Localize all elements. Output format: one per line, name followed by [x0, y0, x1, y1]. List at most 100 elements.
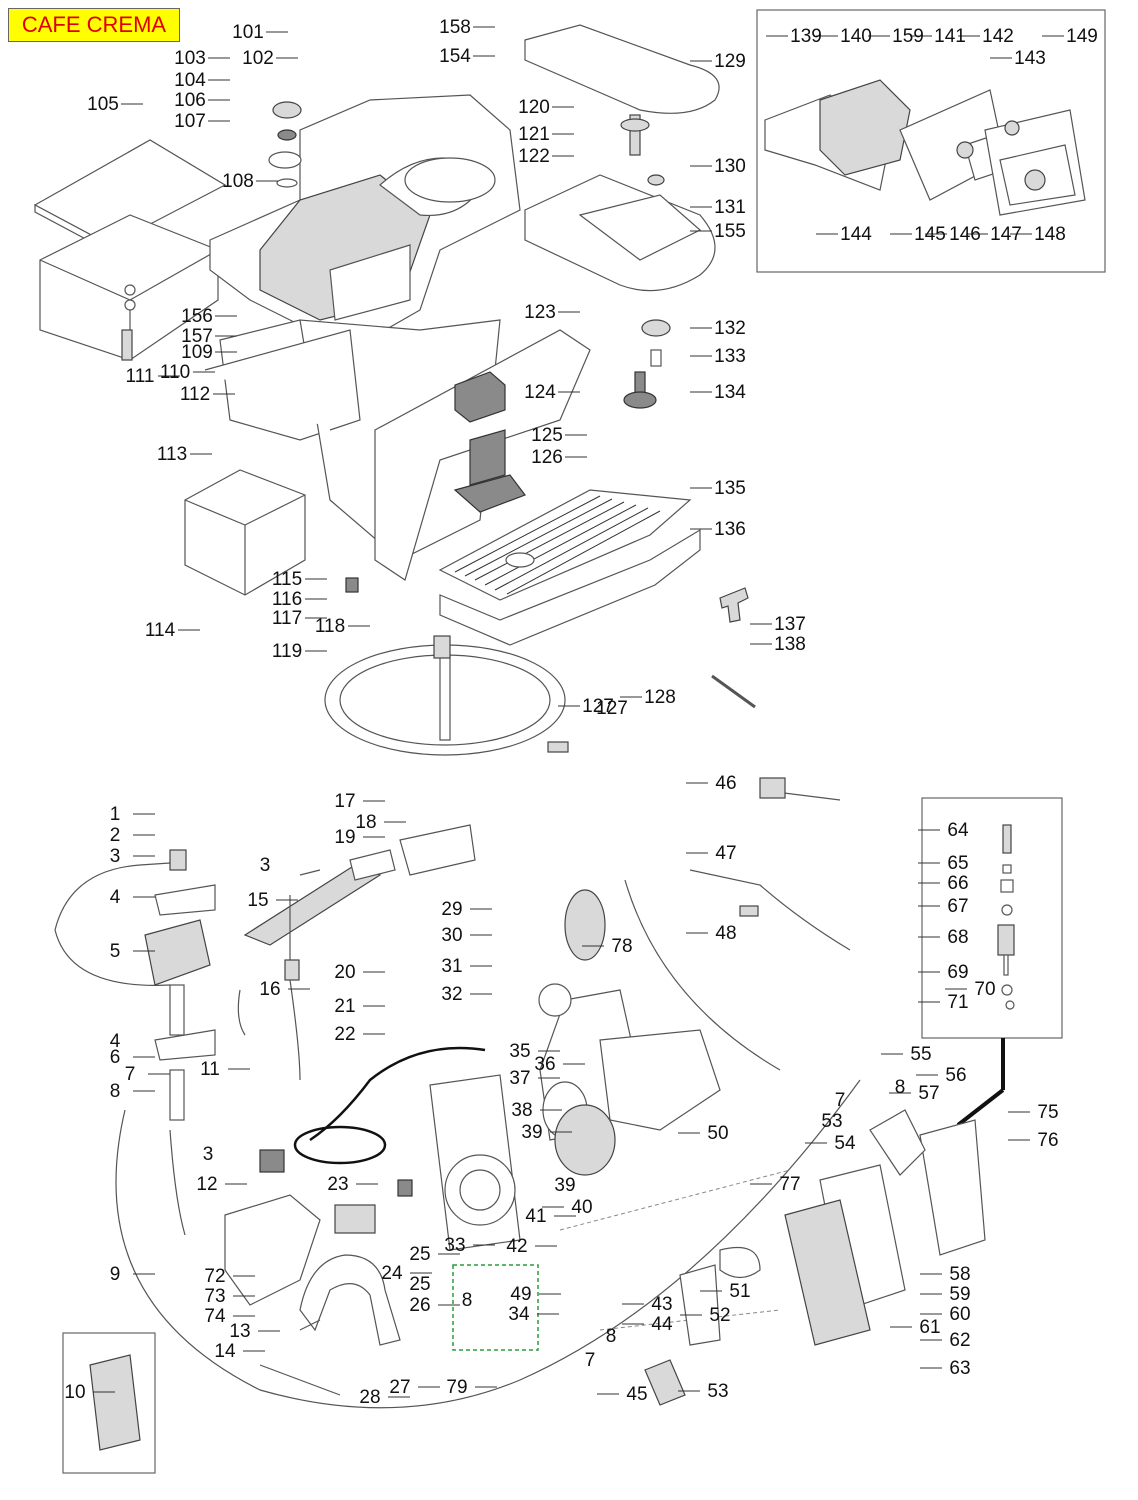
callout-110: 110 — [160, 362, 190, 383]
foot — [345, 577, 359, 593]
callout-62: 62 — [949, 1330, 970, 1351]
callout-9: 9 — [110, 1264, 121, 1285]
callout-65: 65 — [947, 853, 968, 874]
callout-134: 134 — [714, 382, 746, 403]
pump-fitting — [169, 849, 187, 871]
callout-117: 117 — [272, 608, 302, 629]
callout-35: 35 — [509, 1041, 530, 1062]
callout-10: 10 — [64, 1382, 85, 1403]
callout-31: 31 — [441, 956, 462, 977]
callout-159: 159 — [892, 26, 924, 47]
callout-49: 49 — [510, 1284, 531, 1305]
callout-122: 122 — [518, 146, 550, 167]
callout-25-1: 25 — [409, 1274, 430, 1295]
callout-12: 12 — [196, 1174, 217, 1195]
callout-57: 57 — [918, 1083, 939, 1104]
callout-126: 126 — [531, 447, 563, 468]
callout-27: 27 — [389, 1377, 410, 1398]
callout-137: 137 — [774, 614, 806, 635]
callout-109: 109 — [181, 342, 213, 363]
callout-46: 46 — [715, 773, 736, 794]
drip-tray — [439, 528, 701, 646]
callout-51: 51 — [729, 1281, 750, 1302]
callout-39-1: 39 — [554, 1175, 575, 1196]
callout-64: 64 — [947, 820, 969, 841]
callout-68: 68 — [947, 927, 968, 948]
callout-20: 20 — [334, 962, 355, 983]
callout-135: 135 — [714, 478, 746, 499]
callout-58: 58 — [949, 1264, 970, 1285]
callout-39: 39 — [521, 1122, 542, 1143]
thermoblock-cover — [89, 1354, 141, 1451]
callout-142: 142 — [982, 26, 1014, 47]
callout-154: 154 — [439, 46, 471, 67]
callout-124: 124 — [524, 382, 556, 403]
callout-112: 112 — [180, 384, 210, 405]
callout-53: 53 — [707, 1381, 728, 1402]
callout-77: 77 — [779, 1174, 800, 1195]
inset-frame — [756, 9, 1106, 273]
callout-74: 74 — [204, 1306, 226, 1327]
callout-8-3: 8 — [895, 1077, 906, 1098]
model-title: CAFE CREMA — [21, 12, 167, 37]
callout-8: 8 — [110, 1081, 121, 1102]
callout-8-2: 8 — [606, 1326, 617, 1347]
callout-42: 42 — [506, 1236, 527, 1257]
callout-119: 119 — [272, 641, 302, 662]
callout-1: 1 — [110, 804, 121, 825]
motor — [334, 1204, 376, 1234]
callout-145: 145 — [914, 224, 946, 245]
inset-valve-parts — [997, 824, 1015, 1010]
callout-23: 23 — [327, 1174, 348, 1195]
callout-111: 111 — [126, 366, 155, 387]
cleaning-brush — [711, 674, 756, 709]
callout-104: 104 — [174, 70, 206, 91]
callout-69: 69 — [947, 962, 968, 983]
callout-4: 4 — [110, 887, 121, 908]
boiler-shield — [919, 1119, 986, 1256]
boiler — [784, 1199, 871, 1346]
callout-75: 75 — [1037, 1102, 1058, 1123]
callout-73: 73 — [204, 1286, 225, 1307]
callout-113: 113 — [157, 444, 187, 465]
adjust-key — [719, 587, 749, 623]
inset-10-frame — [62, 1332, 156, 1474]
callout-114: 114 — [145, 620, 176, 641]
callout-132: 132 — [714, 318, 746, 339]
callout-136: 136 — [714, 519, 746, 540]
callout-47: 47 — [715, 843, 736, 864]
callout-3-1: 3 — [203, 1144, 214, 1165]
callout-141: 141 — [934, 26, 966, 47]
callout-7: 7 — [125, 1064, 136, 1085]
callout-3: 3 — [110, 846, 121, 867]
callout-106: 106 — [174, 90, 206, 111]
callout-17: 17 — [334, 791, 355, 812]
inset-valve-frame — [921, 797, 1063, 1039]
main-housing — [209, 94, 521, 351]
callout-38: 38 — [511, 1100, 532, 1121]
callout-147: 147 — [990, 224, 1022, 245]
callout-63: 63 — [949, 1358, 970, 1379]
callout-22: 22 — [334, 1024, 355, 1045]
power-cord — [309, 1046, 486, 1142]
callout-102: 102 — [242, 48, 274, 69]
leader-lines — [93, 26, 1064, 1398]
callout-70: 70 — [974, 979, 995, 1000]
callout-24: 24 — [381, 1263, 403, 1284]
callout-103: 103 — [174, 48, 206, 69]
callout-14: 14 — [214, 1341, 236, 1362]
drip-grid — [438, 489, 692, 601]
callout-120: 120 — [518, 97, 550, 118]
callout-133: 133 — [714, 346, 746, 367]
callout-7-1: 7 — [585, 1350, 596, 1371]
callout-6: 6 — [110, 1047, 121, 1068]
callout-139: 139 — [790, 26, 822, 47]
callout-54: 54 — [834, 1133, 856, 1154]
callout-26: 26 — [409, 1295, 430, 1316]
spout-cover — [454, 371, 506, 423]
inset-control-unit — [764, 79, 1086, 216]
three-way-valve — [869, 1109, 926, 1176]
